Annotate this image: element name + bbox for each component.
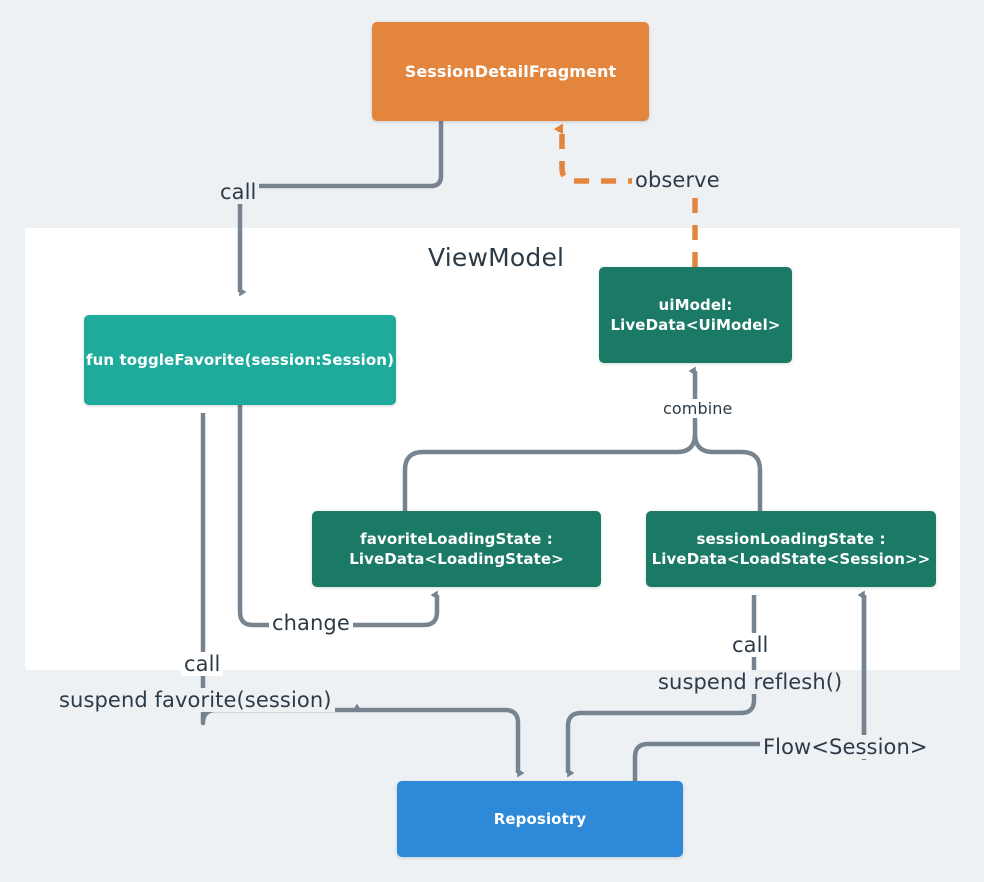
node-label-line1: favoriteLoadingState : — [360, 529, 553, 548]
edge-label-call-repo-to-toggle: call — [181, 652, 224, 676]
node-label: SessionDetailFragment — [404, 61, 617, 81]
node-ui-model[interactable]: uiModel: LiveData<UiModel> — [599, 267, 792, 363]
node-label-line2: LiveData<UiModel> — [610, 316, 781, 334]
node-toggle-favorite[interactable]: fun toggleFavorite(session:Session) — [84, 315, 396, 405]
node-label: Reposiotry — [493, 809, 587, 828]
viewmodel-panel — [25, 228, 960, 670]
node-label: fun toggleFavorite(session:Session) — [85, 350, 395, 369]
viewmodel-panel-title: ViewModel — [428, 243, 565, 272]
node-label-line2: LiveData<LoadState<Session>> — [651, 550, 931, 568]
node-label-line1: sessionLoadingState : — [696, 529, 886, 548]
edge-label-flow-session: Flow<Session> — [760, 735, 931, 759]
edge-label-combine: combine — [660, 399, 736, 418]
edge-label-suspend-reflesh: suspend reflesh() — [655, 670, 846, 694]
edge-label-observe: observe — [632, 168, 723, 192]
edge-label-call-fragment-to-toggle: call — [217, 180, 260, 204]
node-label-line1: uiModel: — [658, 295, 733, 314]
edge-suspend-favorite — [357, 707, 525, 778]
node-session-loading-state[interactable]: sessionLoadingState : LiveData<LoadState… — [646, 511, 936, 587]
edge-label-suspend-favorite: suspend favorite(session) — [56, 688, 335, 712]
node-favorite-loading-state[interactable]: favoriteLoadingState : LiveData<LoadingS… — [312, 511, 601, 587]
node-session-detail-fragment[interactable]: SessionDetailFragment — [372, 22, 649, 121]
edge-label-call-repo-to-sessstate: call — [729, 633, 772, 657]
node-label-line2: LiveData<LoadingState> — [349, 550, 564, 568]
edge-label-change: change — [269, 611, 353, 635]
node-repository[interactable]: Reposiotry — [397, 781, 683, 857]
